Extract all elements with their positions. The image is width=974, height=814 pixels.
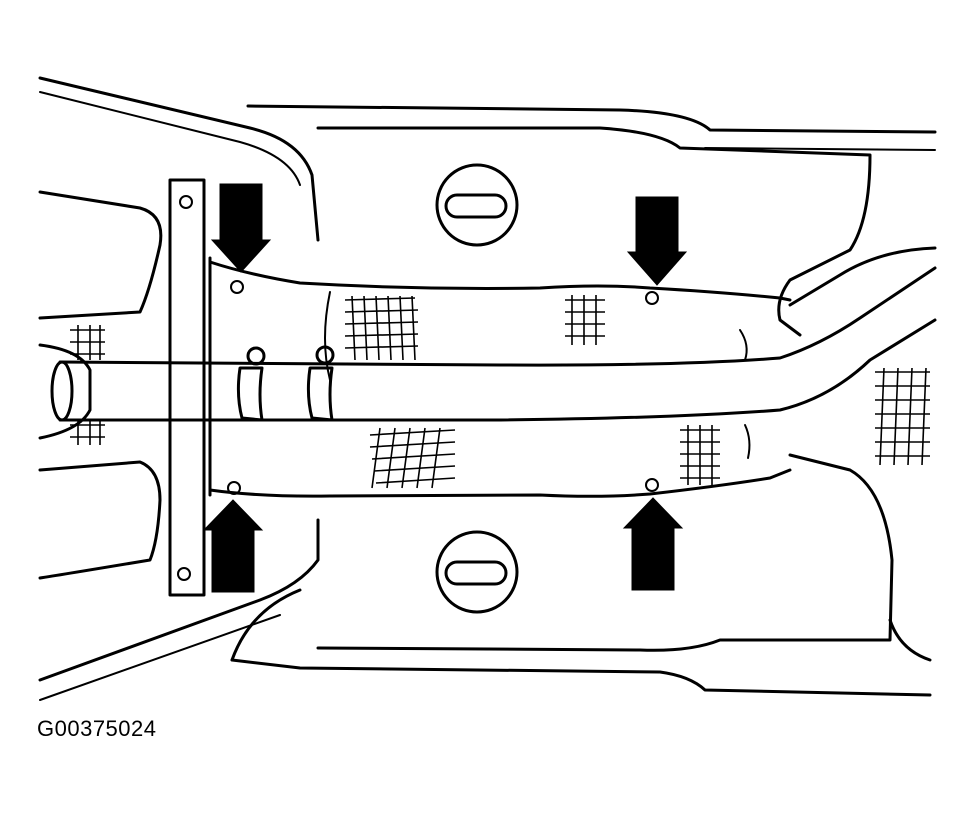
fastener-bolts (227, 280, 659, 495)
insulation-mesh (70, 295, 930, 489)
left-side-structure (38, 190, 163, 580)
mesh-patch (70, 325, 105, 360)
lower-body-panel (38, 453, 932, 701)
callout-arrows (202, 183, 688, 593)
mesh-patch (565, 295, 605, 345)
mesh-patch (344, 295, 419, 361)
mounting-bracket (168, 178, 206, 597)
arrow-up-icon (202, 499, 264, 593)
mesh-patch (680, 425, 720, 485)
mesh-patch (369, 427, 456, 489)
bolt (230, 280, 244, 294)
mesh-patch (875, 367, 930, 466)
arrow-up-icon (622, 497, 684, 591)
heat-shield (208, 256, 792, 498)
bolt (227, 481, 241, 495)
access-holes (435, 163, 519, 614)
arrow-down-icon (626, 196, 688, 286)
mesh-patch (70, 420, 105, 445)
exhaust-pipe (50, 266, 937, 422)
bolt (645, 291, 659, 305)
upper-body-panel (38, 76, 937, 337)
figure-id-label: G00375024 (37, 716, 157, 741)
arrow-down-icon (210, 183, 272, 273)
bolt (645, 478, 659, 492)
pipe-clamps (236, 345, 335, 422)
